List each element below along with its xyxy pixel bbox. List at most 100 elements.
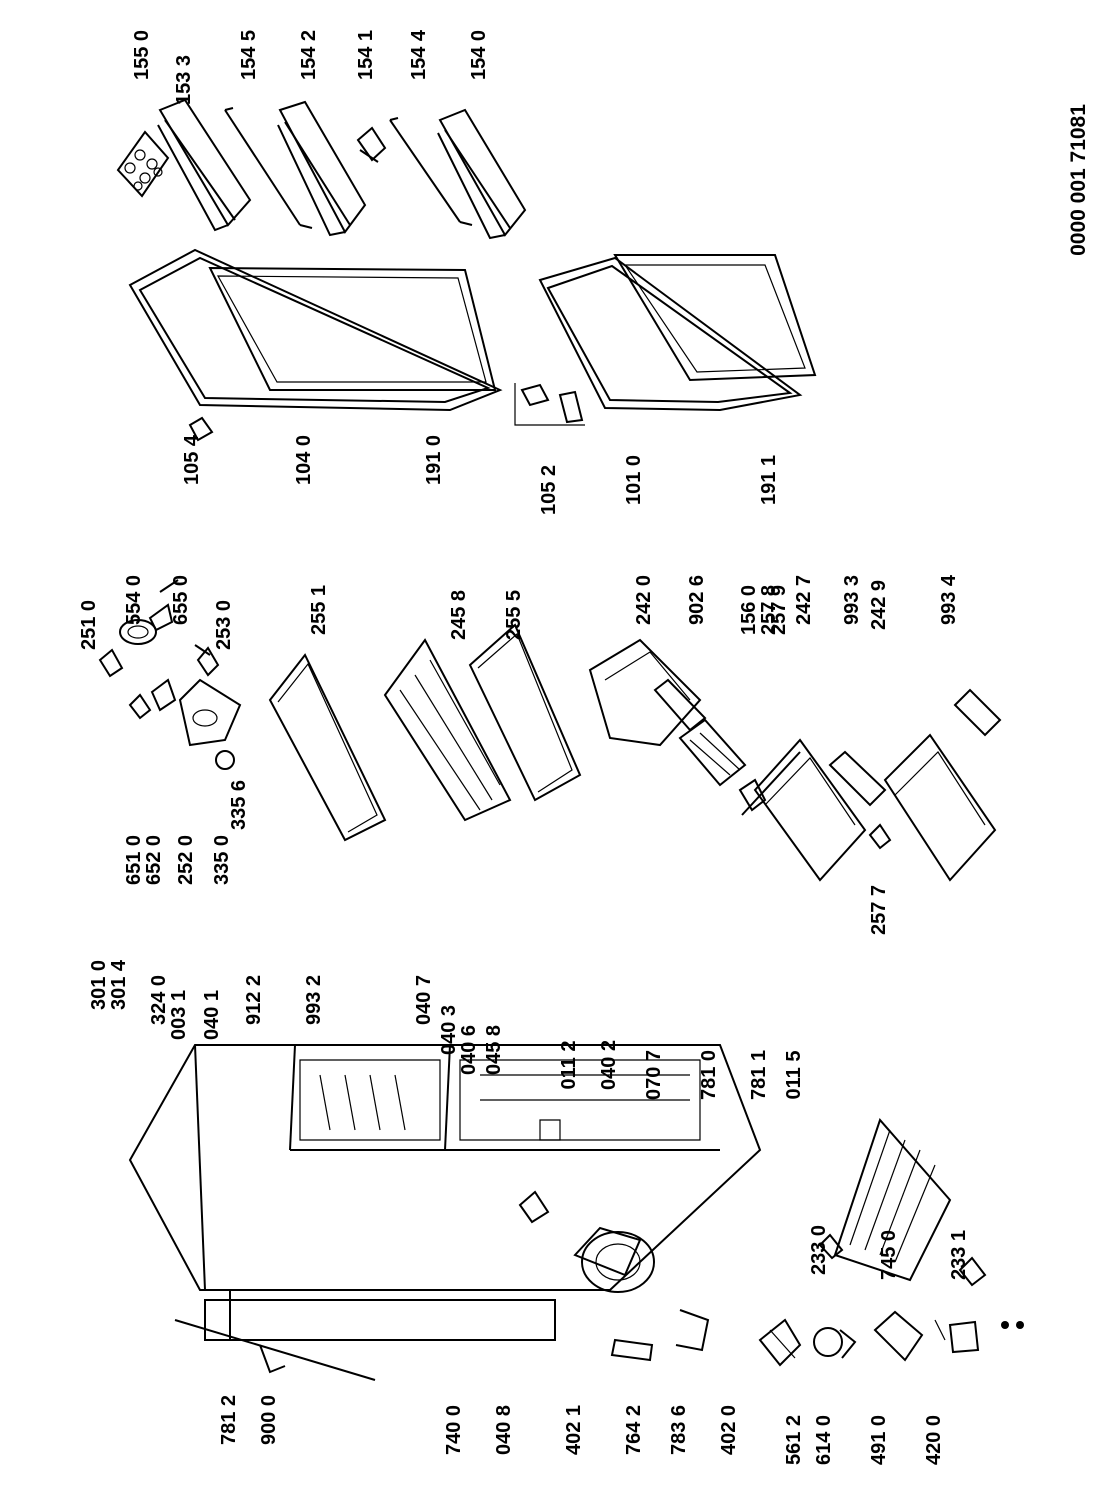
- part-label: 781 1: [748, 1050, 770, 1100]
- part-label: 255 5: [503, 590, 525, 640]
- part-label: 993 3: [841, 575, 863, 625]
- part-label: 257 8: [758, 585, 780, 635]
- glass-shelf-illustration: [468, 623, 582, 802]
- bottle-rail-illustration: [389, 117, 473, 226]
- door-balcony-illustration: [437, 108, 527, 240]
- part-label: 003 1: [168, 990, 190, 1040]
- part-label: 156 0: [738, 585, 760, 635]
- hinge-set-illustration: [514, 383, 585, 426]
- document-code: 0000 001 71081: [1067, 104, 1090, 256]
- part-label: 040 7: [413, 975, 435, 1025]
- part-label: 154 5: [238, 30, 260, 80]
- part-label: 040 8: [493, 1405, 515, 1455]
- capillary-illustration: [675, 1309, 710, 1352]
- part-label: 040 1: [201, 990, 223, 1040]
- part-label: 040 3: [438, 1005, 460, 1055]
- part-label: 402 0: [718, 1405, 740, 1455]
- part-label: 104 0: [293, 435, 315, 485]
- part-label: 040 6: [458, 1025, 480, 1075]
- part-label: 253 0: [213, 600, 235, 650]
- lower-door-illustration: [538, 256, 803, 412]
- part-label: 251 0: [78, 600, 100, 650]
- part-label: 245 8: [448, 590, 470, 640]
- part-label: 011 2: [558, 1041, 580, 1090]
- part-label: 255 1: [308, 585, 330, 635]
- part-label: 105 2: [538, 465, 560, 515]
- part-label: 070 7: [643, 1050, 665, 1100]
- part-label: 191 0: [423, 435, 445, 485]
- part-label: 912 2: [243, 975, 265, 1025]
- wire-rack-illustration: [833, 1118, 952, 1282]
- glass-shelf-illustration: [268, 653, 387, 842]
- part-label: 257 7: [868, 885, 890, 935]
- compressor-illustration: [573, 1226, 655, 1293]
- part-label: 155 0: [131, 30, 153, 80]
- screws-illustration: [1001, 1321, 1024, 1329]
- capacitor-illustration: [934, 1319, 980, 1354]
- upper-door-gasket-illustration: [208, 266, 497, 391]
- part-labels: 155 0 153 3 154 5 154 2 154 1 154 4 154 0 105 4…: [78, 29, 970, 1465]
- condenser-illustration: [204, 1299, 556, 1341]
- part-label: 011 5: [783, 1051, 805, 1100]
- hinge-bracket-illustration: [518, 1190, 550, 1224]
- part-label: 257 9: [768, 585, 790, 635]
- part-label: 745 0: [878, 1230, 900, 1280]
- part-label: 993 2: [303, 975, 325, 1025]
- part-label: 993 4: [938, 574, 960, 625]
- part-label: 191 1: [758, 455, 780, 505]
- bottle-rail-illustration: [224, 107, 313, 229]
- part-label: 045 8: [483, 1025, 505, 1075]
- part-label: 105 4: [181, 434, 203, 485]
- cabinet-body-illustration: [128, 1044, 762, 1291]
- part-label: 420 0: [923, 1415, 945, 1465]
- part-label: 153 3: [173, 55, 195, 105]
- part-label: 781 0: [698, 1050, 720, 1100]
- relay-illustration: [758, 1318, 802, 1367]
- part-label: 902 6: [686, 575, 708, 625]
- egg-tray-illustration: [116, 130, 170, 198]
- part-label: 154 0: [468, 30, 490, 80]
- door-balcony-illustration: [277, 100, 367, 237]
- ice-box-illustration: [588, 638, 702, 747]
- part-label: 335 0: [211, 835, 233, 885]
- drawer-slide-illustration: [738, 751, 801, 816]
- part-label: 233 0: [808, 1225, 830, 1275]
- part-label: 154 1: [355, 30, 377, 80]
- hinge-cover-illustration: [188, 416, 214, 442]
- part-label: 740 0: [443, 1405, 465, 1455]
- part-label: 040 2: [598, 1040, 620, 1090]
- freezer-drawer-illustration: [753, 738, 867, 882]
- part-label: 101 0: [623, 455, 645, 505]
- part-label: 154 4: [408, 29, 430, 80]
- part-label: 154 2: [298, 30, 320, 80]
- part-label: 324 0: [148, 975, 170, 1025]
- part-label: 335 6: [228, 780, 250, 830]
- front-trim-illustration: [229, 1290, 555, 1341]
- bracket-illustration: [818, 1233, 844, 1260]
- drawer-clip-illustration: [868, 823, 892, 850]
- drawer-front-strip-illustration: [953, 688, 1002, 737]
- cable-illustration: [174, 1319, 376, 1381]
- part-label: 242 9: [868, 580, 890, 630]
- part-label: 655 0: [170, 575, 192, 625]
- part-label: 242 7: [793, 575, 815, 625]
- part-label: 561 2: [783, 1415, 805, 1465]
- part-label: 491 0: [868, 1415, 890, 1465]
- filter-drier-illustration: [610, 1338, 654, 1362]
- drawer-front-strip-illustration: [828, 750, 887, 807]
- part-label: 614 0: [813, 1415, 835, 1465]
- part-label: 402 1: [563, 1405, 585, 1455]
- relay-illustration: [813, 1327, 857, 1359]
- part-label: 900 0: [258, 1395, 280, 1445]
- part-label: 242 0: [633, 575, 655, 625]
- control-panel-illustration: [98, 579, 242, 770]
- shelf-frame-illustration: [383, 638, 512, 822]
- part-label: 781 2: [218, 1395, 240, 1445]
- drawer-front-strip-illustration: [653, 678, 707, 732]
- balcony-clip-illustration: [356, 126, 387, 163]
- part-label: 233 1: [948, 1230, 970, 1280]
- ice-tray-illustration: [678, 718, 747, 787]
- part-label: 651 0: [123, 835, 145, 885]
- cover-illustration: [873, 1310, 924, 1362]
